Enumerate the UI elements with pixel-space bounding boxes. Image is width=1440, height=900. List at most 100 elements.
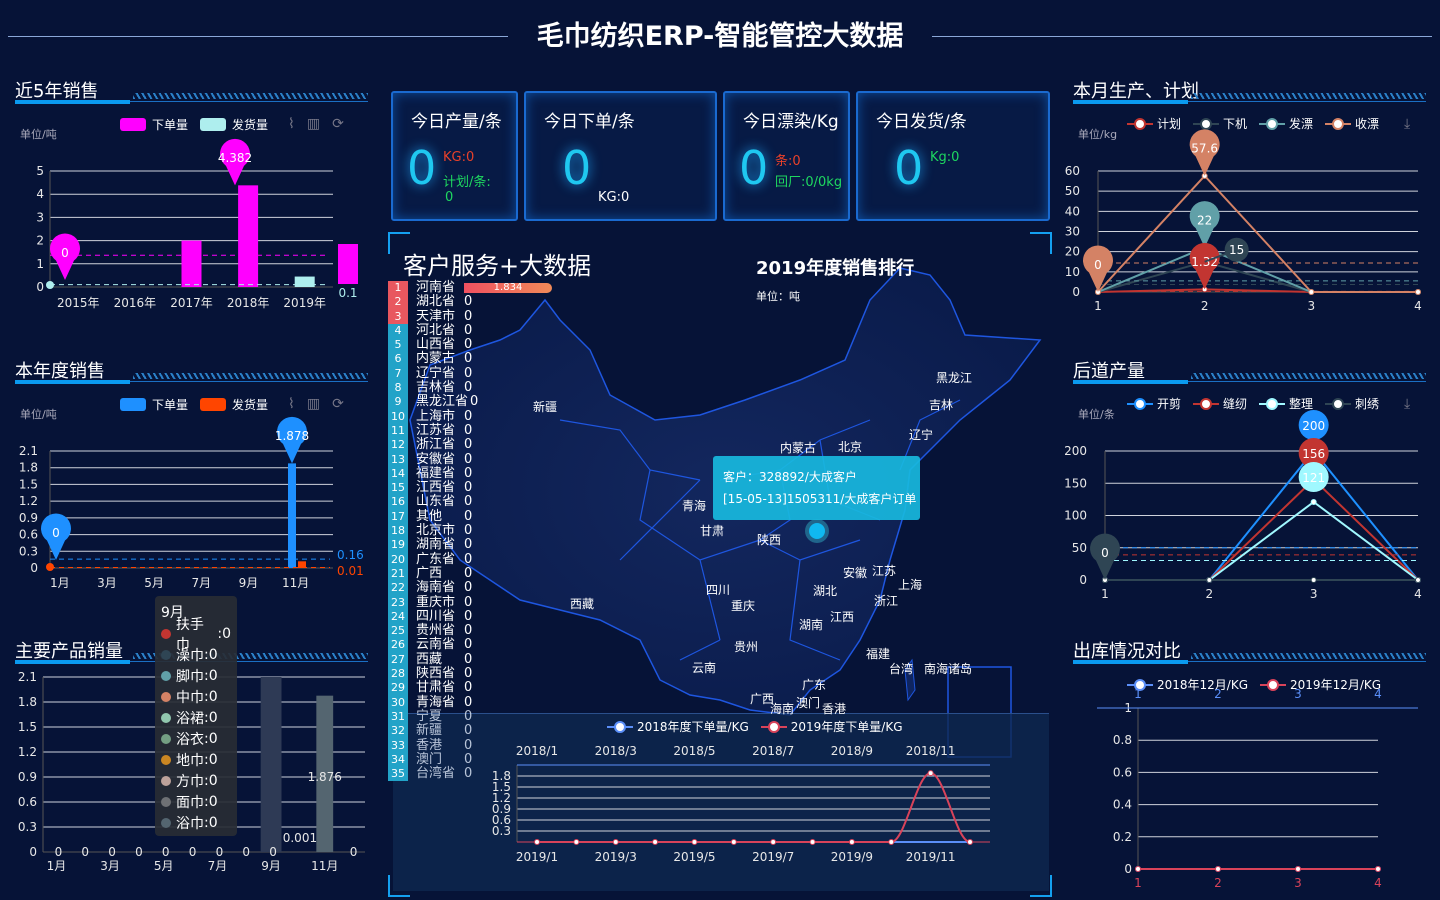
- data-point[interactable]: [1295, 866, 1301, 872]
- province-label[interactable]: 湖南: [799, 618, 824, 632]
- data-point[interactable]: [1375, 866, 1381, 872]
- series-line[interactable]: [1097, 260, 1418, 293]
- bar[interactable]: [238, 185, 259, 287]
- province-label[interactable]: 重庆: [731, 599, 756, 613]
- line-chart-icon[interactable]: ⌇: [288, 396, 295, 412]
- province-label[interactable]: 西藏: [570, 597, 595, 611]
- province-label[interactable]: 贵州: [734, 640, 759, 654]
- data-point[interactable]: [1310, 577, 1317, 583]
- legend-swatch-shipped[interactable]: [200, 398, 227, 411]
- province-label[interactable]: 福建: [866, 647, 891, 661]
- legend-label[interactable]: 下单量: [152, 398, 189, 412]
- legend-item[interactable]: 2018年12月/KG: [1127, 676, 1248, 693]
- legend-label[interactable]: 下单量: [152, 118, 189, 132]
- legend-swatch-orders[interactable]: [120, 398, 146, 411]
- province-label[interactable]: 辽宁: [909, 428, 934, 442]
- data-point[interactable]: [1135, 866, 1141, 872]
- data-point[interactable]: [573, 839, 580, 845]
- bar-chart-icon[interactable]: ▥: [306, 116, 321, 132]
- download-icon[interactable]: ⤓: [1404, 396, 1411, 412]
- province-label[interactable]: 广东: [802, 678, 827, 692]
- refresh-icon[interactable]: ⟳: [332, 396, 344, 412]
- legend-item[interactable]: 2018年度下单量/KG: [607, 718, 749, 735]
- data-point[interactable]: [730, 839, 737, 845]
- province-label[interactable]: 青海: [682, 499, 707, 513]
- data-point[interactable]: [888, 839, 895, 845]
- download-icon[interactable]: ⤓: [1404, 116, 1411, 132]
- legend-item[interactable]: 2019年12月/KG: [1260, 676, 1381, 693]
- province-label[interactable]: 吉林: [929, 398, 954, 412]
- legend-swatch-orders[interactable]: [120, 118, 146, 131]
- data-point[interactable]: [1206, 577, 1213, 583]
- data-point[interactable]: [652, 839, 659, 845]
- province-label[interactable]: 澳门: [796, 696, 821, 710]
- bar[interactable]: [181, 240, 202, 287]
- province-label[interactable]: 四川: [706, 583, 731, 597]
- province-label[interactable]: 新疆: [533, 400, 558, 414]
- data-point[interactable]: [1415, 577, 1421, 583]
- data-point[interactable]: [534, 839, 540, 845]
- province-label[interactable]: 黑龙江: [936, 371, 973, 385]
- province-label[interactable]: 甘肃: [700, 524, 725, 538]
- series-line[interactable]: [1097, 174, 1418, 293]
- data-point[interactable]: [967, 839, 973, 845]
- province-label[interactable]: 江苏: [872, 564, 897, 578]
- series-line[interactable]: [1105, 500, 1419, 581]
- province-label[interactable]: 台湾: [889, 662, 914, 676]
- legend-item[interactable]: 开剪: [1127, 395, 1181, 412]
- province-label[interactable]: 南海诸岛: [924, 662, 973, 676]
- province-label[interactable]: 陕西: [757, 533, 782, 547]
- data-point[interactable]: [612, 839, 619, 845]
- bar-chart-icon[interactable]: ▥: [306, 396, 321, 412]
- province-label[interactable]: 北京: [838, 440, 863, 454]
- legend-item[interactable]: 发漂: [1259, 115, 1313, 132]
- line-chart-icon[interactable]: ⌇: [288, 116, 295, 132]
- data-point[interactable]: [809, 839, 816, 845]
- legend-item[interactable]: 缝纫: [1193, 395, 1247, 412]
- data-point[interactable]: [691, 839, 698, 845]
- data-point[interactable]: [1415, 289, 1421, 295]
- province-label[interactable]: 广西: [750, 692, 775, 706]
- bar[interactable]: [316, 695, 334, 852]
- bar[interactable]: [338, 244, 358, 284]
- province-label[interactable]: 湖北: [813, 584, 838, 598]
- legend-item[interactable]: 2019年度下单量/KG: [760, 718, 903, 735]
- legend-item[interactable]: 计划: [1127, 115, 1181, 132]
- legend-swatch-shipped[interactable]: [200, 118, 227, 131]
- series-line[interactable]: [1097, 246, 1418, 293]
- data-point[interactable]: [770, 839, 777, 845]
- refresh-icon[interactable]: ⟳: [332, 116, 344, 132]
- legend-item[interactable]: 整理: [1259, 395, 1313, 412]
- data-point[interactable]: [927, 770, 934, 777]
- data-point[interactable]: [848, 839, 855, 845]
- province-label[interactable]: 内蒙古: [780, 441, 817, 455]
